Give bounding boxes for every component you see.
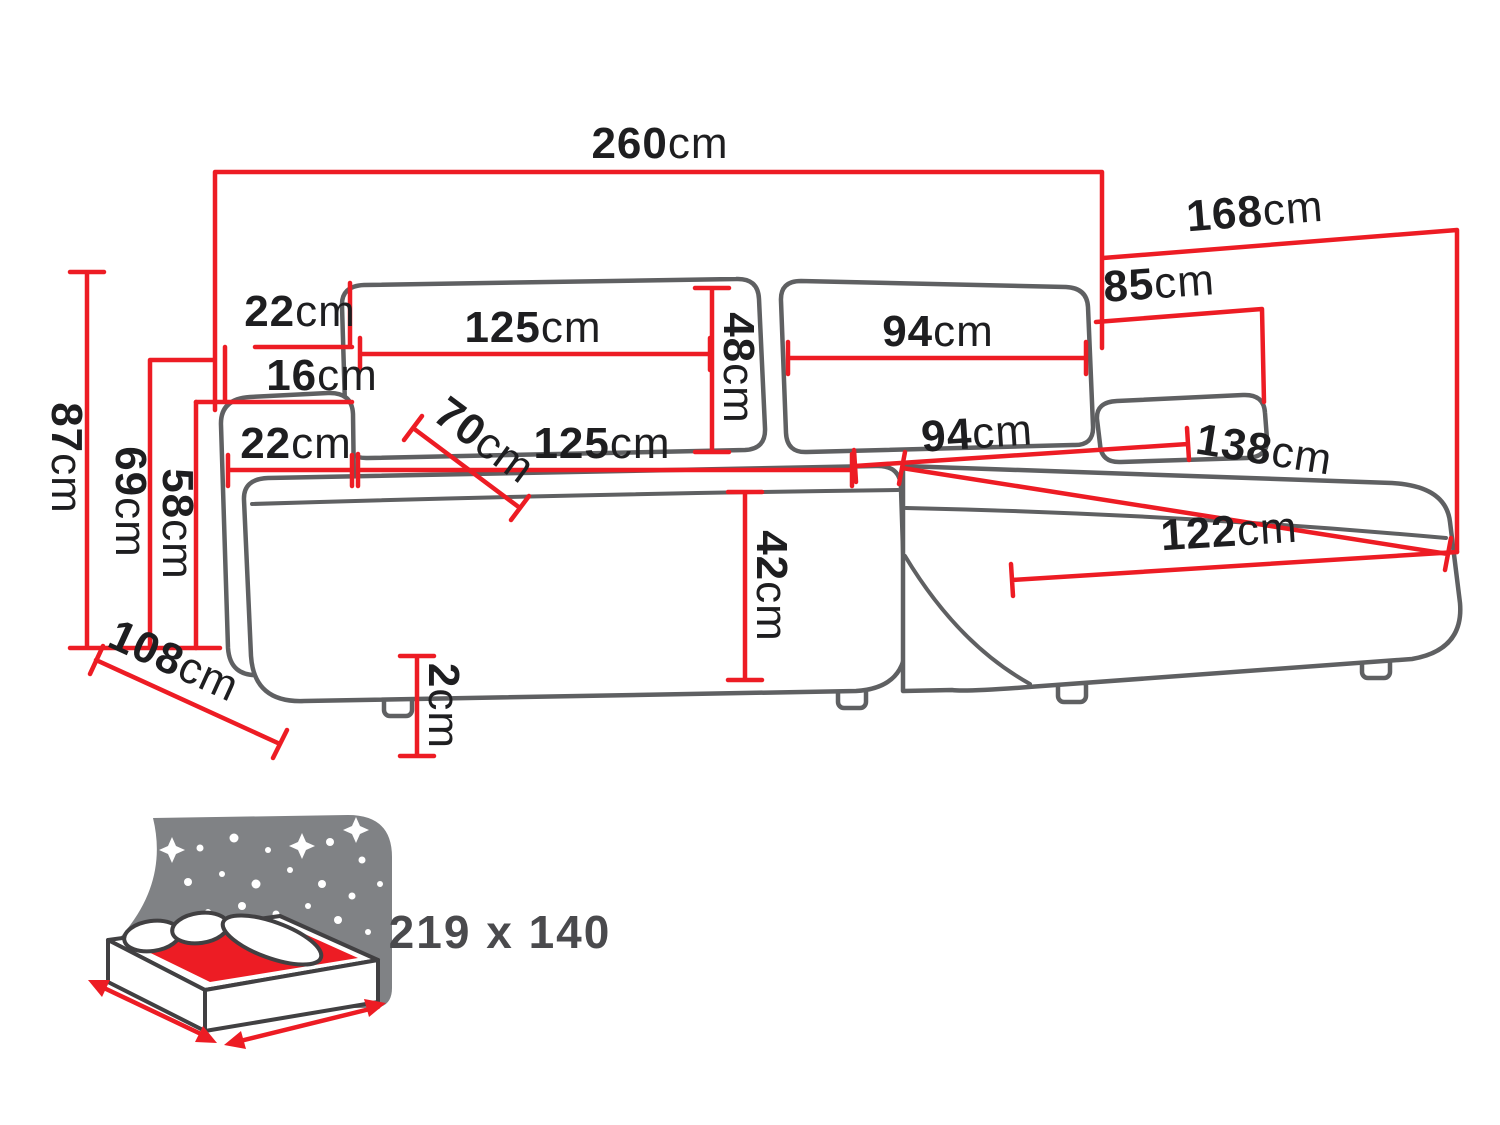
bed-length-arrowhead	[224, 1031, 246, 1049]
dim-label-chaise-seat-width: 94cm	[920, 405, 1035, 461]
sofa-drawing	[218, 276, 1463, 719]
dim-line-chaise-front-length	[1008, 549, 1460, 599]
star	[196, 844, 204, 852]
sparkle-star	[289, 833, 315, 859]
star	[219, 871, 225, 877]
bed-length-arrowhead	[364, 999, 386, 1017]
dim-line-backrest-thickness	[193, 344, 355, 405]
star	[287, 867, 293, 873]
star	[251, 879, 261, 889]
chaise-top-seam	[904, 506, 1448, 540]
chaise-corner-seam	[903, 554, 1032, 686]
star	[365, 929, 371, 935]
dim-line-leg-height	[397, 653, 437, 759]
dim-line-chaise-seat-width	[851, 425, 1192, 485]
dimension-lines	[67, 169, 1460, 761]
star	[334, 916, 342, 924]
dim-line-back-cushion-height	[692, 285, 732, 455]
dim-line-cushion-top-offset	[252, 280, 355, 350]
sleeping-area-label: 219 x 140	[389, 906, 612, 958]
dim-line-base-depth	[87, 643, 290, 761]
bed-duvet	[220, 913, 324, 967]
dim-line-chaise-back-width	[1093, 306, 1267, 405]
bed-width-arrow	[101, 985, 204, 1037]
dim-label-leg-height: 2cm	[419, 663, 468, 749]
dim-label-backrest-thickness: 16cm	[266, 351, 378, 400]
chaise-longue	[900, 463, 1463, 694]
back-cushion-right	[778, 278, 1096, 455]
dim-label-total-height: 87cm	[42, 402, 91, 514]
dim-line-seat-width	[355, 451, 855, 489]
bed-width-arrowhead	[195, 1026, 217, 1043]
bed-length-arrow	[229, 1004, 381, 1046]
dim-label-backrest-height: 69cm	[106, 446, 155, 558]
dim-line-armrest-width	[225, 452, 355, 489]
dim-label-back-cushion-left-width: 125cm	[464, 303, 601, 352]
star	[184, 878, 192, 886]
star	[358, 856, 366, 864]
star	[326, 838, 334, 846]
bed-width-arrowhead	[88, 980, 110, 997]
dim-label-chaise-length: 138cm	[1193, 415, 1336, 485]
dim-label-seat-height: 42cm	[747, 530, 796, 642]
back-cushion-left	[339, 276, 768, 461]
star	[265, 847, 271, 853]
star	[318, 880, 326, 888]
dim-label-back-cushion-right-width: 94cm	[882, 307, 994, 356]
dim-label-armrest-height: 58cm	[153, 468, 202, 580]
sparkle-star	[343, 817, 369, 843]
dim-label-chaise-total-depth: 168cm	[1185, 182, 1326, 242]
sleeping-area-icon	[88, 815, 392, 1049]
dim-label-cushion-top-offset: 22cm	[244, 287, 356, 336]
dim-label-total-width: 260cm	[591, 119, 728, 168]
dim-line-seat-depth	[401, 413, 532, 523]
star	[348, 892, 356, 900]
dim-label-armrest-width: 22cm	[240, 419, 352, 468]
dim-line-seat-height	[725, 489, 765, 683]
star	[238, 902, 246, 910]
sparkle-star	[159, 837, 185, 863]
dim-label-seat-width: 125cm	[533, 419, 670, 468]
dim-line-chaise-total-depth	[1100, 227, 1460, 555]
dim-label-back-cushion-height: 48cm	[714, 312, 763, 424]
star	[229, 833, 239, 843]
seat-front-seam	[250, 488, 900, 506]
dim-line-backrest-height	[147, 357, 217, 651]
dim-line-back-cushion-right-width	[785, 339, 1089, 377]
dimension-labels: 260cm 168cm 85cm 87cm 69cm 58cm 108cm 22…	[42, 119, 1336, 749]
star	[305, 903, 311, 909]
star	[377, 881, 383, 887]
dim-label-chaise-back-width: 85cm	[1102, 255, 1217, 312]
dim-label-chaise-front-length: 122cm	[1159, 503, 1299, 561]
